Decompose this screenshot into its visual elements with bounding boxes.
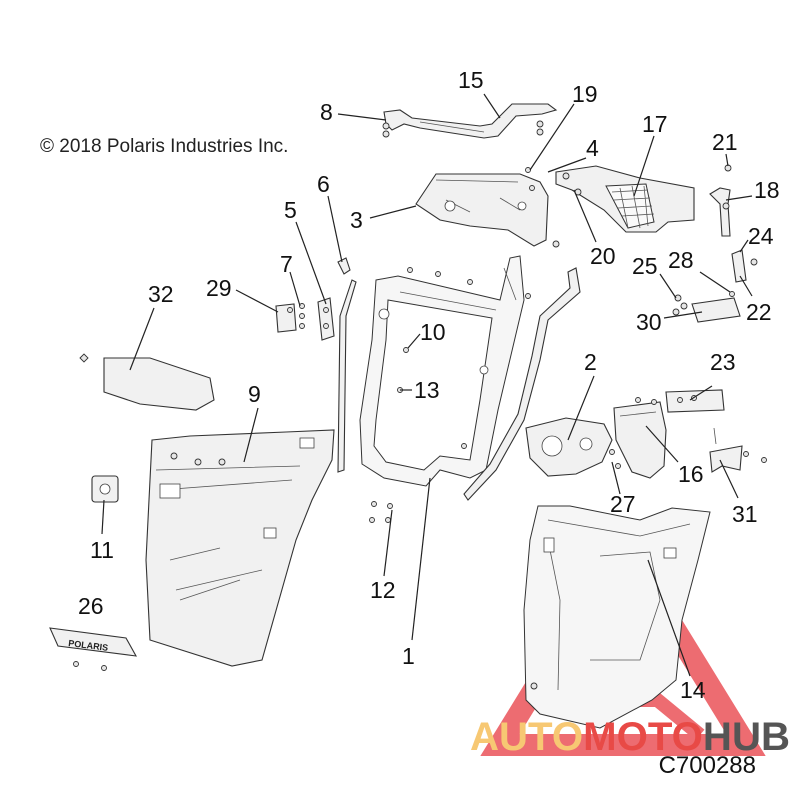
callout-27: 27 <box>610 491 636 517</box>
callout-24: 24 <box>748 223 774 249</box>
callout-19: 19 <box>572 81 598 107</box>
callout-16: 16 <box>678 461 704 487</box>
callout-23: 23 <box>710 349 736 375</box>
callout-10: 10 <box>420 319 446 345</box>
callout-6: 6 <box>317 171 330 197</box>
leader-lines <box>101 93 753 677</box>
part-right-seal <box>463 267 581 501</box>
callout-9: 9 <box>248 381 261 407</box>
drawing-code: C700288 <box>658 752 756 779</box>
callout-15: 15 <box>458 67 484 93</box>
callout-22: 22 <box>746 299 772 325</box>
part-header-rail <box>382 103 558 139</box>
callout-4: 4 <box>586 135 599 161</box>
part-latch <box>275 297 335 341</box>
callout-2: 2 <box>584 349 597 375</box>
callout-8: 8 <box>320 99 333 125</box>
loose-fasteners <box>369 167 535 523</box>
copyright-notice: © 2018 Polaris Industries Inc. <box>40 136 289 157</box>
callout-31: 31 <box>732 501 758 527</box>
part-door-handle <box>91 475 119 503</box>
watermark-wordmark: AUTOMOTOHUB <box>470 715 790 759</box>
part-left-seal <box>337 257 357 473</box>
part-mesh-bracket <box>555 165 695 233</box>
part-bracket-31 <box>709 427 767 473</box>
callout-20: 20 <box>590 243 616 269</box>
watermark-hub: HUB <box>703 715 790 759</box>
watermark-text: AUTOMOTOHUB <box>470 715 790 759</box>
part-plate <box>665 389 725 413</box>
callout-26: 26 <box>78 593 104 619</box>
callout-5: 5 <box>284 197 297 223</box>
part-right-hinge-hardware <box>709 164 758 297</box>
part-door-frame <box>359 255 531 487</box>
callout-29: 29 <box>206 275 232 301</box>
callout-1: 1 <box>402 643 415 669</box>
part-small-plate <box>672 294 741 323</box>
callout-labels: 1 2 3 4 5 6 7 8 9 10 11 12 13 14 15 16 1… <box>78 67 780 703</box>
callout-11: 11 <box>90 537 114 563</box>
part-upper-bracket <box>415 173 560 248</box>
badge-text: POLARIS <box>68 638 109 653</box>
callout-30: 30 <box>636 309 662 335</box>
callout-21: 21 <box>712 129 738 155</box>
watermark-moto: MOTO <box>583 715 703 759</box>
part-speaker-cup <box>613 397 667 479</box>
callout-28: 28 <box>668 247 694 273</box>
part-logo-badge: POLARIS <box>49 627 138 671</box>
part-lower-door-panel <box>145 429 335 667</box>
callout-7: 7 <box>280 251 293 277</box>
part-lower-door-inner-panel <box>523 505 711 729</box>
callout-12: 12 <box>370 577 396 603</box>
callout-3: 3 <box>350 207 363 233</box>
callout-14: 14 <box>680 677 706 703</box>
callout-25: 25 <box>632 253 658 279</box>
part-hinge-bracket <box>525 417 621 477</box>
callout-13: 13 <box>414 377 440 403</box>
callout-32: 32 <box>148 281 174 307</box>
callout-17: 17 <box>642 111 668 137</box>
callout-18: 18 <box>754 177 780 203</box>
part-upper-trim <box>79 353 215 411</box>
watermark-auto: AUTO <box>470 715 583 759</box>
